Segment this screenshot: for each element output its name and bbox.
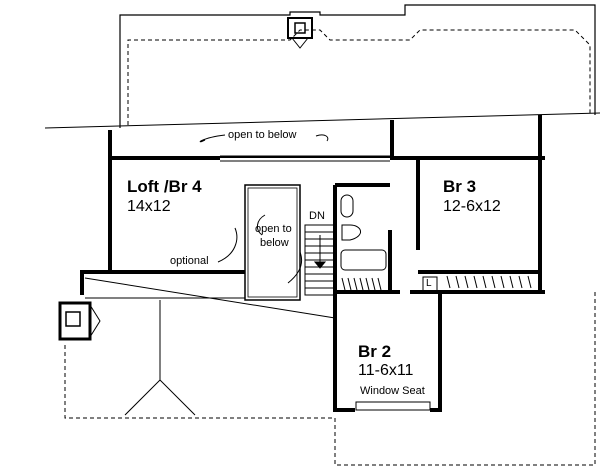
note-open-to: open to: [255, 223, 292, 235]
note-open-to-below-top: open to below: [228, 129, 297, 141]
chimney-top: [287, 17, 313, 39]
stairs: [304, 224, 336, 296]
note-optional: optional: [170, 255, 209, 267]
roof-dashed-top: [127, 29, 591, 125]
sink: [340, 194, 354, 218]
note-window-seat: Window Seat: [360, 385, 425, 397]
roof-outline-lower: [84, 277, 336, 319]
room-label-br2: Br 2: [358, 342, 392, 361]
linen-closet: [422, 276, 438, 292]
room-label-br3: Br 3: [443, 177, 477, 196]
stair-void: [244, 184, 301, 301]
room-size-br2: 11-6x11: [358, 362, 414, 379]
roof-outline-top: [119, 4, 596, 128]
roof-break-line: [44, 112, 600, 129]
room-size-br3: 12-6x12: [443, 198, 501, 215]
note-dn: DN: [309, 210, 325, 222]
tub: [340, 249, 387, 271]
room-label-loft: Loft /Br 4: [127, 177, 202, 196]
note-below: below: [260, 237, 289, 249]
note-linen: L: [426, 278, 432, 289]
chimney-left: [58, 301, 92, 341]
toilet: [341, 224, 361, 241]
room-size-loft: 14x12: [127, 198, 171, 215]
